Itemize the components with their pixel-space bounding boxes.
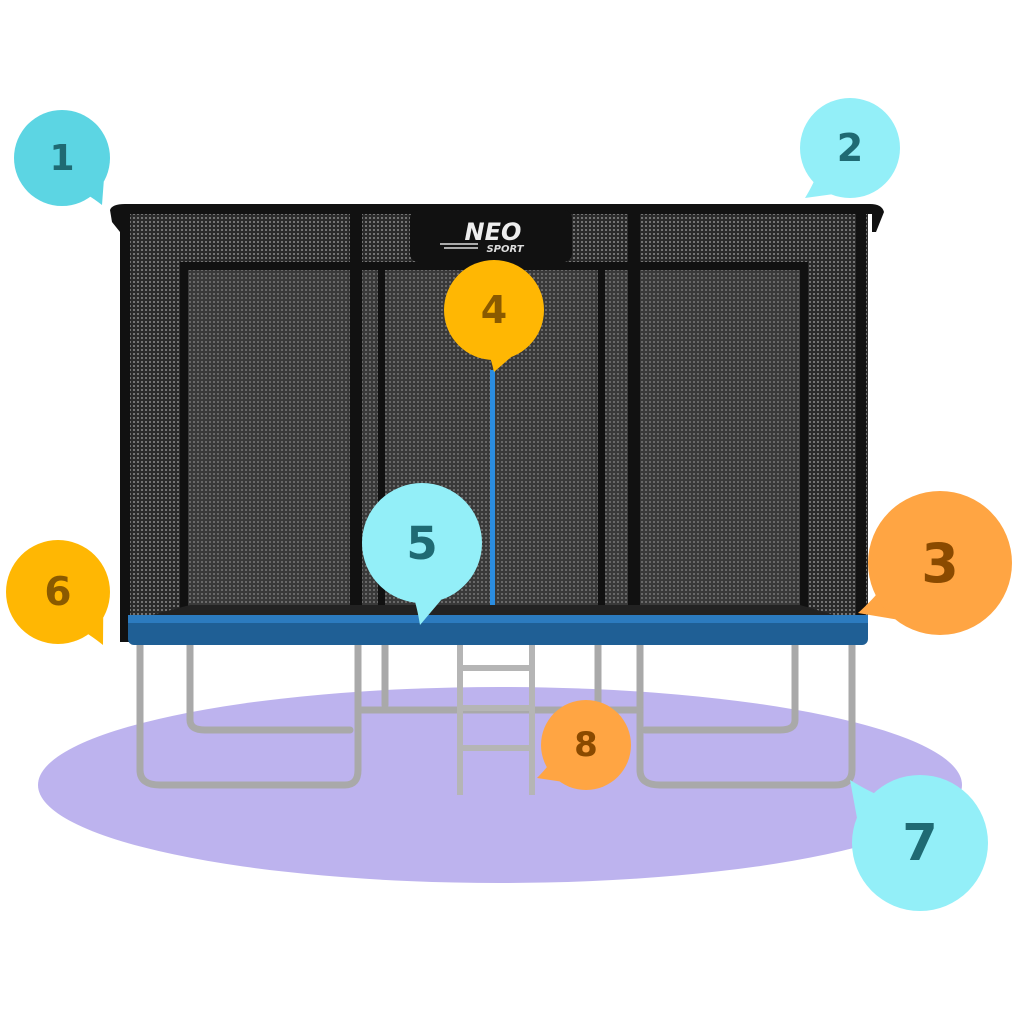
callout-bubble-1 [14,110,110,206]
callout-number-2: 2 [836,126,864,170]
callout-number-6: 6 [44,569,72,615]
callout-bubble-7 [850,775,988,911]
logo-banner [410,210,572,262]
callout-number-4: 4 [480,288,508,332]
callout-number-8: 8 [574,725,598,765]
callout-number-1: 1 [49,137,75,179]
callout-bubble-6 [6,540,110,645]
ground-shadow [38,687,962,883]
callout-bubble-2 [800,98,900,198]
callout-bubble-4 [444,260,544,372]
callout-bubble-3 [858,491,1012,635]
jumping-mat [140,605,845,618]
svg-text:NEO: NEO [465,218,522,246]
callout-number-7: 7 [902,813,938,873]
top-frame [110,204,884,232]
net-zipper [490,370,495,640]
ladder [457,645,535,795]
callout-number-3: 3 [921,531,959,595]
callout-bubble-8 [537,700,631,790]
neo-sport-logo: NEO SPORT [440,218,525,255]
callout-bubble-5 [362,483,482,625]
svg-text:SPORT: SPORT [486,244,524,255]
callout-number-5: 5 [406,516,438,570]
